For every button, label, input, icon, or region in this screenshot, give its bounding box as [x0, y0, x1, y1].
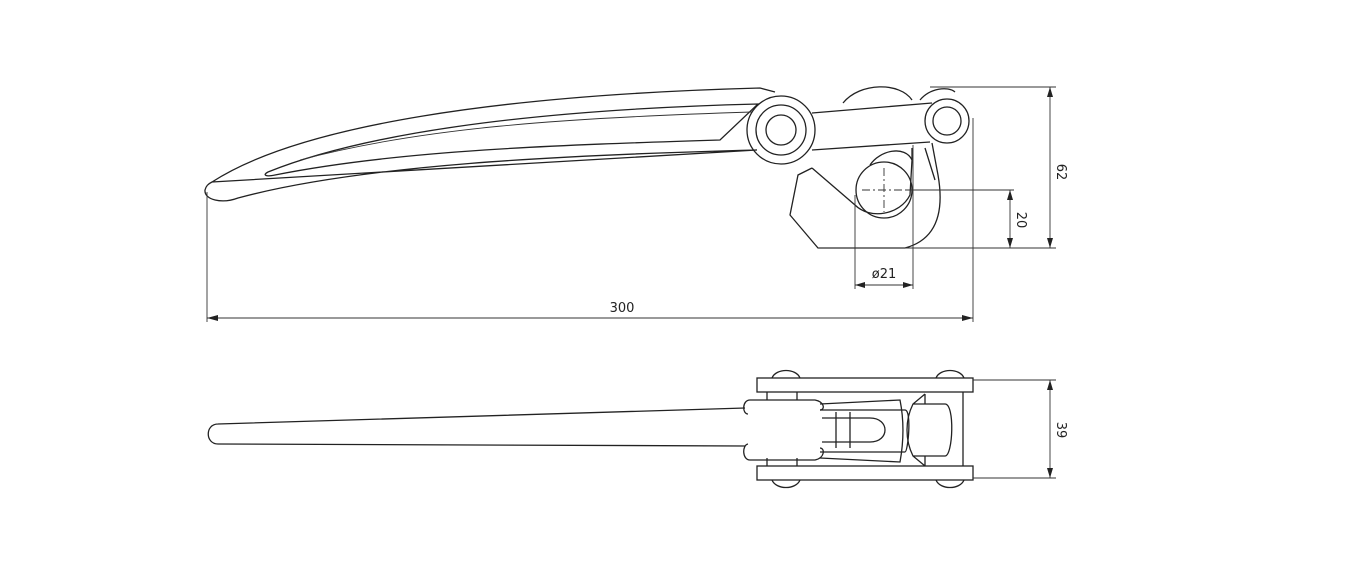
dim-overall-length: 300: [610, 301, 635, 316]
dim-hole-diameter: ø21: [872, 267, 897, 282]
link-bar: [811, 102, 933, 151]
lever-rod: [207, 407, 746, 447]
dim-width: 39: [1053, 422, 1068, 439]
dimension-lines: [206, 86, 1056, 322]
hook-body: [789, 142, 941, 249]
lever-handle-outline: [204, 87, 776, 202]
left-pivot: [746, 95, 816, 165]
top-view: 39: [207, 369, 1068, 489]
clevis: [743, 399, 824, 461]
right-pivot: [924, 98, 970, 144]
side-view: 300 62 20 ø21: [204, 86, 1068, 322]
bottom-plate: [756, 465, 974, 481]
lever-slot: [264, 103, 760, 177]
dim-hole-offset: 20: [1013, 212, 1028, 229]
top-plate: [756, 377, 974, 393]
dim-height: 62: [1053, 164, 1068, 181]
catch-block: [906, 393, 953, 467]
